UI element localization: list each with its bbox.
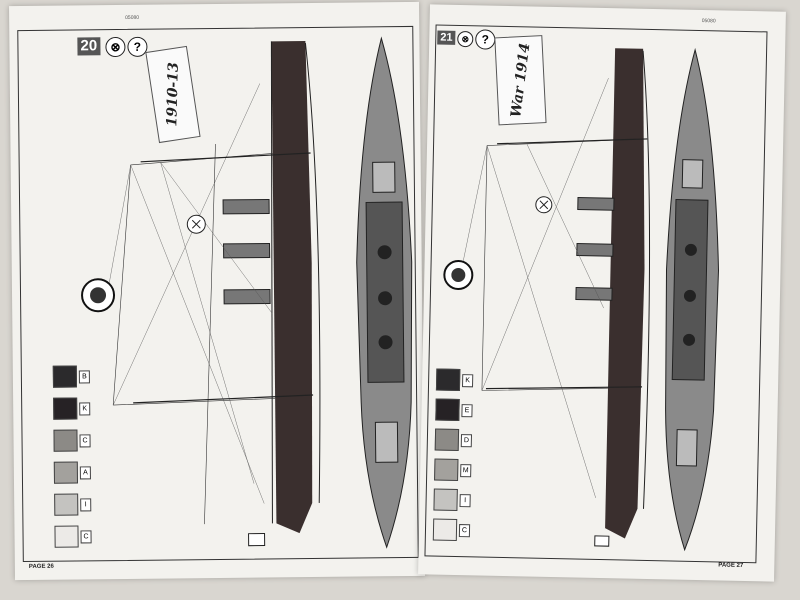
mast-yard-aft bbox=[133, 394, 314, 404]
hull-side bbox=[271, 41, 313, 534]
mast-yard-fore bbox=[140, 152, 311, 163]
swatch-3 bbox=[53, 429, 78, 452]
swatch-2 bbox=[435, 398, 460, 422]
funnel-3 bbox=[223, 288, 271, 305]
swatch-6 bbox=[54, 525, 79, 548]
swatch-6 bbox=[432, 518, 458, 542]
ship-top-view bbox=[356, 36, 413, 549]
funnel-top-3 bbox=[683, 333, 696, 346]
swatch-label-4: M bbox=[460, 464, 472, 478]
funnel-1 bbox=[577, 196, 615, 211]
swatch-label-2: E bbox=[461, 404, 473, 418]
ship-top-view bbox=[665, 47, 719, 552]
swatch-label-4: A bbox=[79, 466, 91, 480]
swatch-label-1: K bbox=[461, 374, 474, 388]
funnel-top-3 bbox=[378, 335, 393, 350]
swatch-label-6: C bbox=[80, 530, 92, 544]
swatch-label-6: C bbox=[458, 524, 471, 538]
swatch-4 bbox=[434, 458, 459, 482]
swatch-5 bbox=[54, 493, 79, 516]
swatch-3 bbox=[434, 428, 460, 452]
instruction-page-left: 05080 20 ⊗ ? 1910-13 B K bbox=[9, 1, 425, 581]
funnel-top-1 bbox=[377, 245, 392, 260]
funnel-2 bbox=[576, 242, 614, 257]
page-number: PAGE 26 bbox=[28, 563, 54, 570]
swatch-label-3: D bbox=[460, 434, 473, 448]
swatch-1 bbox=[52, 365, 78, 388]
ship-side-view bbox=[81, 41, 321, 547]
funnel-top-2 bbox=[683, 289, 696, 302]
swatch-label-2: K bbox=[79, 402, 91, 416]
funnel-1 bbox=[222, 198, 270, 215]
mast-yard-fore bbox=[497, 138, 648, 145]
page-number: PAGE 27 bbox=[718, 562, 744, 570]
swatch-label-5: I bbox=[459, 494, 471, 508]
swatch-label-3: C bbox=[79, 434, 91, 448]
funnel-top-1 bbox=[684, 243, 697, 256]
funnel-2 bbox=[223, 242, 271, 259]
swatch-5 bbox=[433, 488, 458, 512]
swatch-2 bbox=[53, 397, 78, 420]
mast-yard-aft bbox=[485, 386, 643, 390]
funnel-top-2 bbox=[378, 291, 393, 306]
swatch-1 bbox=[435, 368, 461, 392]
hull-side bbox=[605, 48, 645, 539]
flag-icon bbox=[594, 535, 610, 547]
swatch-label-1: B bbox=[78, 370, 90, 384]
ship-side-view bbox=[443, 48, 651, 547]
swatch-label-5: I bbox=[80, 498, 92, 512]
swatch-4 bbox=[53, 461, 79, 484]
instruction-page-right: 05080 21 ⊗ ? War 1914 K E D bbox=[418, 4, 786, 582]
flag-icon bbox=[248, 533, 266, 547]
